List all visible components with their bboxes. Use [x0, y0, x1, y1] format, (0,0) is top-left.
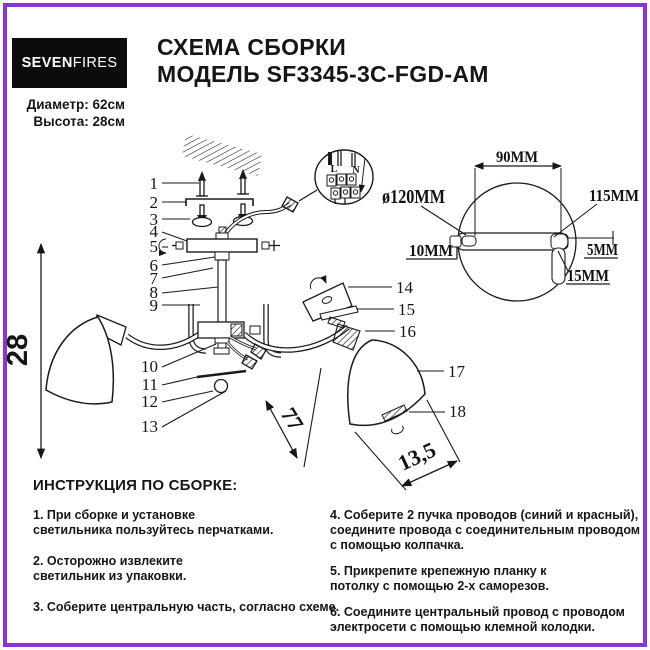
- instruction-line: светильник из упаковки.: [33, 569, 187, 583]
- instruction-line: электросети с помощью клемной колодки.: [330, 620, 595, 634]
- instructions-left-column: 1. При сборке и установке светильника по…: [33, 508, 340, 631]
- dim-115mm: 115MM: [589, 186, 639, 205]
- instruction-line: 6. Соедините центральный провод с провод…: [330, 605, 625, 619]
- instruction-item-2: 2. Осторожно извлеките светильник из упа…: [33, 554, 333, 584]
- instruction-line: потолку с помощью 2-х саморезов.: [330, 579, 549, 593]
- page-title: СХЕМА СБОРКИ МОДЕЛЬ SF3345-3C-FGD-AM: [157, 34, 489, 88]
- anchor-screws: [196, 169, 249, 197]
- height-text: Высота: 28см: [33, 114, 125, 129]
- dim-77: 77: [276, 403, 309, 435]
- canopy-dim-detail: [406, 162, 618, 302]
- dim-120mm: ø120MM: [382, 186, 445, 208]
- part-label-7: 7: [150, 269, 159, 288]
- dim-15mm: 15MM: [567, 266, 609, 285]
- part-label-13: 13: [141, 417, 158, 436]
- instruction-line: 1. При сборке и установке: [33, 508, 196, 522]
- instruction-line: 4. Соберите 2 пучка проводов (синий и кр…: [330, 508, 639, 522]
- dim-10mm: 10MM: [409, 241, 453, 260]
- terminal-n-label: N: [352, 165, 360, 176]
- left-shade: [45, 314, 127, 405]
- hub-wires: [225, 335, 267, 370]
- instruction-item-1: 1. При сборке и установке светильника по…: [33, 508, 333, 538]
- part-label-11: 11: [142, 375, 158, 394]
- shade-dim-13-5: [354, 399, 461, 491]
- instruction-item-4: 4. Соберите 2 пучка проводов (синий и кр…: [330, 508, 642, 553]
- right-lamp-assembly: [302, 275, 426, 435]
- instruction-line: 3. Соберите центральную часть, согласно …: [33, 600, 340, 614]
- instruction-line: с помощью колпачка.: [330, 538, 465, 552]
- part-label-4: 4: [150, 222, 159, 241]
- part-label-18: 18: [449, 402, 466, 421]
- supply-wire: [224, 189, 318, 235]
- canopy-screws: [191, 203, 254, 228]
- instruction-line: светильника пользуйтесь перчатками.: [33, 523, 274, 537]
- shade-dim-77: [265, 367, 322, 468]
- dim-90mm: 90MM: [496, 149, 538, 166]
- part-number-labels: 1 2 3 4 5 6 7 8 9 10 11 12 13 14 15 16 1…: [141, 174, 466, 436]
- ceiling-hatch: [182, 134, 262, 176]
- instruction-item-3: 3. Соберите центральную часть, согласно …: [33, 600, 340, 615]
- decor-ball: [213, 378, 229, 394]
- instruction-line: 2. Осторожно извлеките: [33, 554, 183, 568]
- part-label-12: 12: [141, 392, 158, 411]
- instruction-line: 5. Прикрепите крепежную планку к: [330, 564, 547, 578]
- dim-28: 28: [2, 334, 34, 366]
- instruction-item-6: 6. Соедините центральный провод с провод…: [330, 605, 642, 635]
- dim-5mm: 5MM: [587, 240, 618, 259]
- part-label-17: 17: [448, 362, 466, 381]
- part-label-9: 9: [150, 296, 159, 315]
- central-hub: [197, 321, 261, 355]
- part-label-14: 14: [396, 278, 414, 297]
- lower-bar: [196, 369, 247, 379]
- part-label-8: 8: [150, 283, 159, 302]
- leader-lines: [161, 182, 445, 428]
- title-line-1: СХЕМА СБОРКИ: [157, 34, 347, 60]
- part-label-15: 15: [398, 300, 415, 319]
- instructions-right-column: 4. Соберите 2 пучка проводов (синий и кр…: [330, 508, 642, 646]
- dim-13-5: 13,5: [394, 437, 439, 476]
- fixture-dimensions: Диаметр: 62см Высота: 28см: [8, 96, 125, 130]
- part-label-1: 1: [150, 174, 159, 193]
- brand-logo-bold: SEVEN: [21, 55, 73, 71]
- instruction-line: соедините провода с соединительным прово…: [330, 523, 641, 537]
- part-label-16: 16: [399, 322, 416, 341]
- part-label-3: 3: [150, 210, 159, 229]
- brand-logo-light: FIRES: [72, 55, 118, 71]
- instruction-item-5: 5. Прикрепите крепежную планку к потолку…: [330, 564, 642, 594]
- instructions-header: ИНСТРУКЦИЯ ПО СБОРКЕ:: [33, 477, 238, 494]
- terminal-detail-circle: [314, 149, 374, 205]
- title-line-2: МОДЕЛЬ SF3345-3C-FGD-AM: [157, 61, 489, 87]
- part-label-5: 5: [150, 237, 159, 256]
- terminal-l-label: L: [331, 164, 338, 175]
- canopy: [158, 226, 280, 257]
- part-label-2: 2: [150, 193, 159, 212]
- part-label-6: 6: [150, 256, 159, 275]
- part-label-10: 10: [141, 357, 158, 376]
- diameter-text: Диаметр: 62см: [26, 97, 125, 112]
